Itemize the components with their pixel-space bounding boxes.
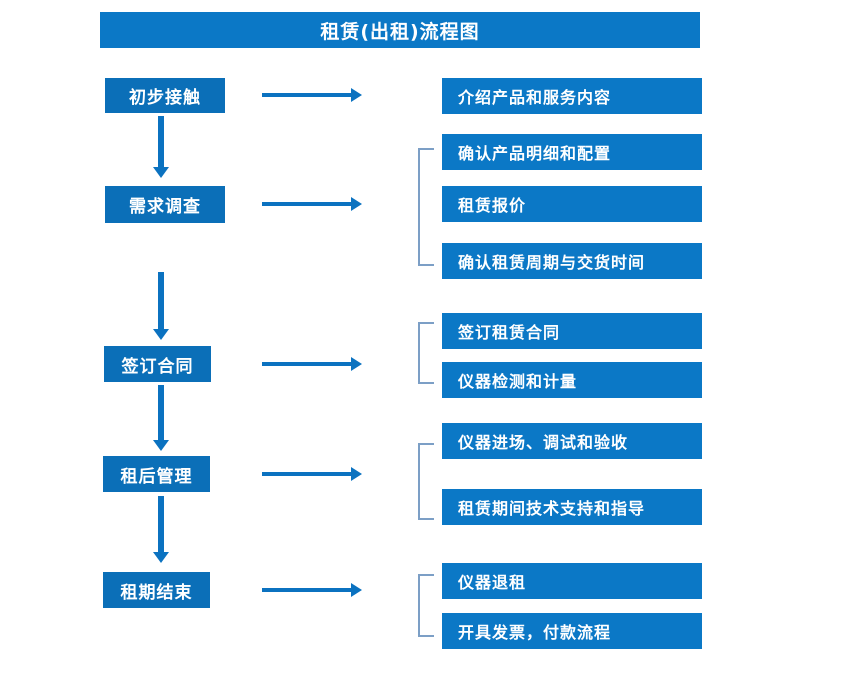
detail-box-2-3[interactable]: 确认租赁周期与交货时间 [442,243,702,279]
arrow-head [351,88,362,102]
group-bracket-2 [418,148,434,266]
detail-box-3-2[interactable]: 仪器检测和计量 [442,362,702,398]
arrow-shaft [158,385,164,440]
arrow-head [351,197,362,211]
detail-box-5-1[interactable]: 仪器退租 [442,563,702,599]
arrow-right-stage-3 [262,357,362,371]
detail-box-4-1[interactable]: 仪器进场、调试和验收 [442,423,702,459]
arrow-down-stage-4-to-5 [153,496,169,563]
arrow-head [351,467,362,481]
detail-box-2-2[interactable]: 租赁报价 [442,186,702,222]
stage-box-sign-contract[interactable]: 签订合同 [104,346,211,382]
arrow-shaft [158,116,164,167]
flowchart-title: 租赁(出租)流程图 [100,12,700,48]
arrow-head [351,583,362,597]
arrow-right-stage-5 [262,583,362,597]
arrow-down-stage-1-to-2 [153,116,169,178]
group-bracket-5 [418,574,434,637]
arrow-shaft [262,472,351,476]
arrow-head [153,329,169,340]
stage-box-lease-end[interactable]: 租期结束 [103,572,210,608]
arrow-head [153,167,169,178]
detail-box-2-1[interactable]: 确认产品明细和配置 [442,134,702,170]
detail-box-5-2[interactable]: 开具发票，付款流程 [442,613,702,649]
arrow-right-stage-2 [262,197,362,211]
arrow-down-stage-2-to-3 [153,272,169,340]
detail-box-4-2[interactable]: 租赁期间技术支持和指导 [442,489,702,525]
stage-box-initial-contact[interactable]: 初步接触 [105,78,225,113]
arrow-head [153,440,169,451]
arrow-shaft [158,272,164,329]
arrow-right-stage-4 [262,467,362,481]
group-bracket-3 [418,322,434,384]
arrow-shaft [262,93,351,97]
detail-box-1-1[interactable]: 介绍产品和服务内容 [442,78,702,114]
arrow-shaft [262,202,351,206]
detail-box-3-1[interactable]: 签订租赁合同 [442,313,702,349]
arrow-down-stage-3-to-4 [153,385,169,451]
group-bracket-4 [418,443,434,520]
arrow-head [153,552,169,563]
arrow-shaft [158,496,164,552]
stage-box-demand-survey[interactable]: 需求调查 [105,186,225,223]
arrow-shaft [262,588,351,592]
arrow-head [351,357,362,371]
arrow-right-stage-1 [262,88,362,102]
arrow-shaft [262,362,351,366]
stage-box-post-rental-management[interactable]: 租后管理 [103,456,210,492]
